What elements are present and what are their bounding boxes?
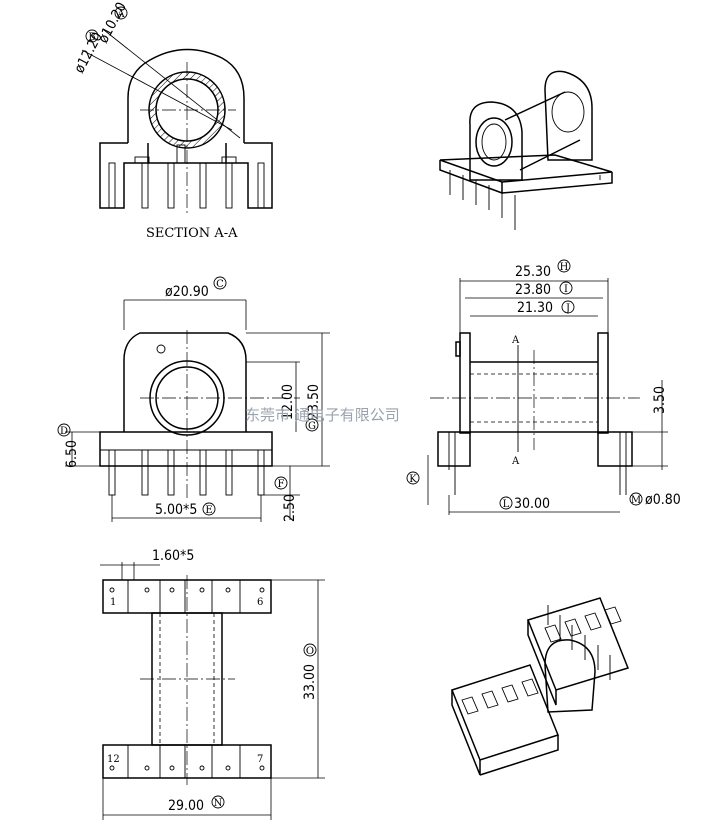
dim-q-value: 3.50 xyxy=(652,386,668,414)
dim-g-value: 23.50 xyxy=(306,384,322,420)
dim-d-value: 6.50 xyxy=(64,440,80,468)
callout-a-letter: A xyxy=(116,9,125,20)
pin-label-1: 1 xyxy=(110,597,116,608)
dim-m-value: ø0.80 xyxy=(645,492,681,508)
dim-12-value: 12.00 xyxy=(280,384,296,420)
pin-label-6: 6 xyxy=(257,597,263,608)
callout-n-letter: N xyxy=(214,798,223,809)
pin-label-7: 7 xyxy=(257,754,263,765)
dim-f-value: 2.50 xyxy=(282,494,298,522)
dim-j-value: 21.30 xyxy=(517,300,553,316)
section-mark-bottom: A xyxy=(511,456,520,467)
callout-c-letter: C xyxy=(216,279,224,290)
dim-o-value: 33.00 xyxy=(302,664,318,700)
side-view: A A 25.30 H 23.80 I 21.30 J 3.50 K L 30.… xyxy=(406,259,681,515)
callout-g-letter: G xyxy=(308,421,316,432)
bottom-view: 1 6 12 7 1.60*5 33.00 O 29.00 N xyxy=(100,548,325,820)
section-pins xyxy=(108,144,265,209)
callout-h-letter: H xyxy=(560,262,569,273)
dim-l-value: 30.00 xyxy=(514,496,550,512)
callout-i-letter: I xyxy=(564,284,568,295)
pin-row-bottom xyxy=(109,745,265,778)
callout-m-letter: M xyxy=(631,495,641,506)
callout-o-letter: O xyxy=(306,646,314,657)
callout-e-letter: E xyxy=(205,505,212,516)
pin-label-12: 12 xyxy=(107,754,120,765)
dim-h-value: 25.30 xyxy=(515,264,551,280)
dim-e-value: 5.00*5 xyxy=(155,502,197,518)
callout-j-letter: J xyxy=(565,303,570,314)
callout-d-letter: D xyxy=(60,426,68,437)
watermark: 东莞市 通电子有限公司 xyxy=(245,406,400,424)
dim-p-value: 1.60*5 xyxy=(152,548,194,564)
dim-c-value: ø20.90 xyxy=(165,284,209,300)
dim-n-value: 29.00 xyxy=(168,798,204,814)
isometric-view-bottom xyxy=(451,597,629,776)
isometric-view-top xyxy=(439,70,613,230)
front-pins xyxy=(108,449,265,496)
callout-l-letter: L xyxy=(503,499,510,510)
callout-f-letter: F xyxy=(278,479,285,490)
dim-b-value: ø12.20 xyxy=(71,30,106,76)
dim-i-value: 23.80 xyxy=(515,282,551,298)
pin-row-top xyxy=(109,580,265,613)
section-label: SECTION A-A xyxy=(146,226,238,241)
section-mark-top: A xyxy=(511,335,520,346)
front-view: ø20.90 C 23.50 G 12.00 6.50 D 2.50 F 5.0… xyxy=(57,276,330,522)
callout-b-letter: B xyxy=(88,32,95,43)
section-view: A B ø10.20 ø12.20 SECTION A-A xyxy=(71,0,273,241)
callout-k-letter: K xyxy=(409,474,417,485)
